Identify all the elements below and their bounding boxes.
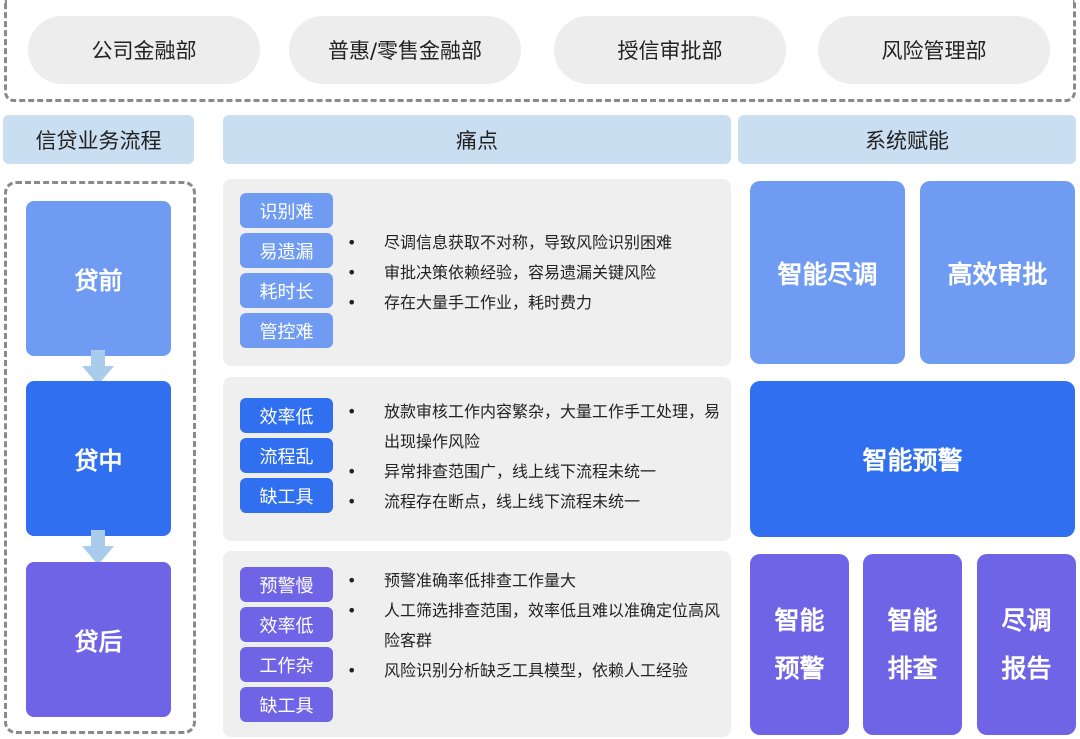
department-inclusive-retail-finance: 普惠/零售金融部 [289, 16, 521, 84]
pain-tag: 易遗漏 [240, 233, 333, 268]
pain-point: 存在大量手工作业，耗时费力 [342, 288, 727, 318]
pain-point: 放款审核工作内容繁杂，大量工作手工处理，易出现操作风险 [342, 397, 727, 457]
system-smart-early-warning: 智能预警 [750, 381, 1075, 537]
system-efficient-approval: 高效审批 [920, 181, 1075, 364]
pain-points-pre-loan: 尽调信息获取不对称，导致风险识别困难 审批决策依赖经验，容易遗漏关键风险 存在大… [342, 228, 727, 318]
system-label-line: 报告 [1001, 653, 1052, 683]
department-credit-approval: 授信审批部 [554, 16, 786, 84]
process-flow-frame [4, 181, 196, 734]
down-arrow-icon [82, 530, 114, 565]
stage-in-loan: 贷中 [26, 381, 171, 536]
pain-tag: 效率低 [240, 607, 333, 642]
pain-tag: 预警慢 [240, 567, 333, 602]
pain-point: 风险识别分析缺乏工具模型，依赖人工经验 [342, 656, 727, 686]
down-arrow-icon [82, 350, 114, 385]
system-label-line: 智能 [774, 605, 825, 635]
system-due-diligence-report: 尽调 报告 [977, 554, 1076, 735]
pain-point: 尽调信息获取不对称，导致风险识别困难 [342, 228, 727, 258]
header-system-empowerment: 系统赋能 [738, 115, 1076, 164]
pain-tag: 效率低 [240, 398, 333, 433]
pain-point: 预警准确率低排查工作量大 [342, 566, 727, 596]
system-label-line: 排查 [887, 653, 938, 683]
pain-tag: 缺工具 [240, 687, 333, 722]
header-credit-process: 信贷业务流程 [3, 115, 194, 164]
system-label-line: 尽调 [1001, 605, 1052, 635]
pain-tag: 管控难 [240, 313, 333, 348]
pain-points-in-loan: 放款审核工作内容繁杂，大量工作手工处理，易出现操作风险 异常排查范围广，线上线下… [342, 397, 727, 517]
pain-tag: 缺工具 [240, 478, 333, 513]
departments-frame [4, 0, 1076, 102]
pain-point: 异常排查范围广，线上线下流程未统一 [342, 457, 727, 487]
department-corporate-finance: 公司金融部 [28, 16, 260, 84]
system-label-line: 智能 [887, 605, 938, 635]
system-label-line: 预警 [774, 653, 825, 683]
pain-point: 流程存在断点，线上线下流程未统一 [342, 487, 727, 517]
system-smart-screening: 智能 排查 [863, 554, 962, 735]
system-smart-due-diligence: 智能尽调 [750, 181, 905, 364]
pain-tag: 流程乱 [240, 438, 333, 473]
header-pain-points: 痛点 [223, 115, 731, 164]
pain-point: 审批决策依赖经验，容易遗漏关键风险 [342, 258, 727, 288]
pain-point: 人工筛选排查范围，效率低且难以准确定位高风险客群 [342, 596, 727, 656]
pain-points-post-loan: 预警准确率低排查工作量大 人工筛选排查范围，效率低且难以准确定位高风险客群 风险… [342, 566, 727, 686]
pain-tag: 耗时长 [240, 273, 333, 308]
stage-post-loan: 贷后 [26, 562, 171, 717]
department-risk-management: 风险管理部 [818, 16, 1050, 84]
pain-tag: 识别难 [240, 193, 333, 228]
pain-tag: 工作杂 [240, 647, 333, 682]
system-smart-warning-post: 智能 预警 [750, 554, 849, 735]
stage-pre-loan: 贷前 [26, 201, 171, 356]
